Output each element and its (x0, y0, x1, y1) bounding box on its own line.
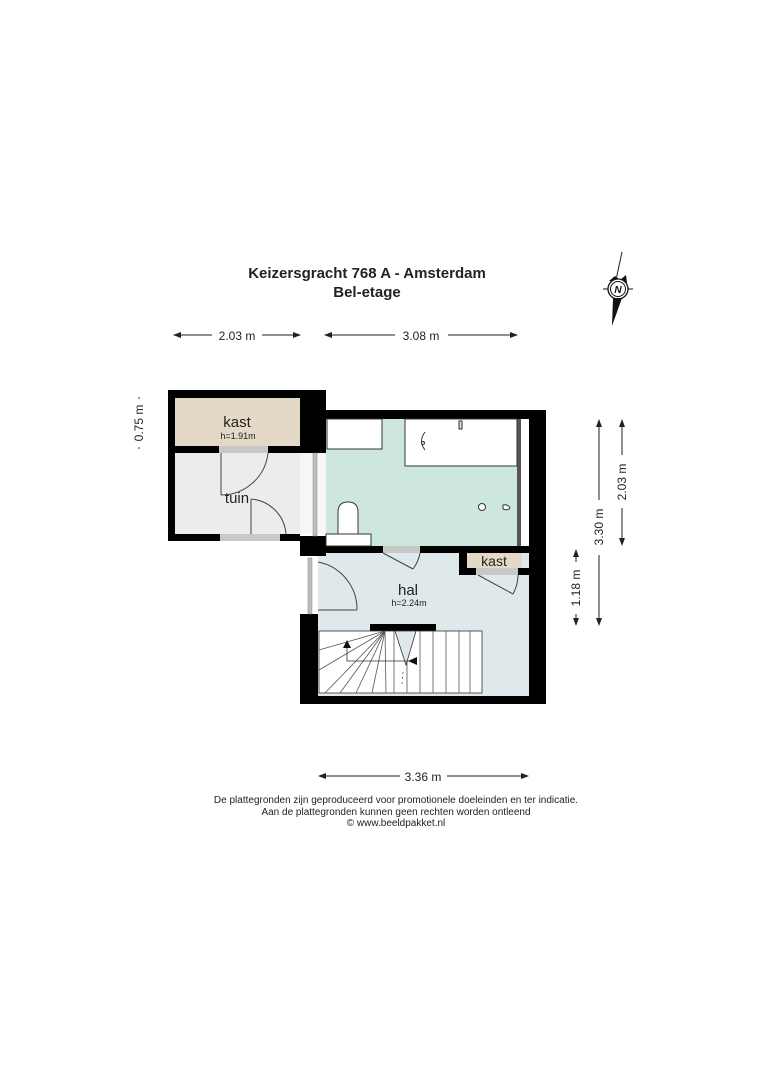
staircase (318, 630, 483, 694)
dimension-right-upper: 2.03 m (615, 419, 629, 546)
floor-name: Bel-etage (333, 284, 401, 301)
plan-title: Keizersgracht 768 A - Amsterdam (248, 265, 486, 282)
svg-text:0.75 m: 0.75 m (132, 405, 146, 442)
toilet-base (325, 533, 372, 547)
dimension-bottom: 3.36 m (318, 770, 529, 784)
dimension-right-outer: 3.30 m (592, 419, 606, 626)
disclaimer-line-1: De plattegronden zijn geproduceerd voor … (213, 795, 579, 806)
svg-text:2.03 m: 2.03 m (219, 329, 256, 343)
north-arrow-icon: N (603, 251, 633, 326)
room-tuin (175, 453, 300, 534)
dimension-left: 0.75 m (132, 397, 146, 449)
compass-label: N (614, 285, 622, 296)
room-height-kast-top: h=1.91m (220, 431, 255, 441)
room-label-hal: hal (398, 582, 418, 599)
room-height-hal: h=2.24m (391, 598, 426, 608)
dimension-right-lower: 1.18 m (569, 549, 583, 626)
disclaimer: De plattegronden zijn geproduceerd voor … (0, 795, 764, 830)
bathroom-fixtures (325, 418, 518, 547)
walls (168, 390, 546, 704)
room-label-kast-top: kast (223, 414, 251, 431)
copyright-link[interactable]: © www.beeldpakket.nl (346, 818, 446, 829)
dimension-top-left: 2.03 m (173, 329, 301, 343)
glass-partition (307, 452, 318, 615)
room-label-kast-small: kast (481, 553, 507, 569)
svg-text:3.08 m: 3.08 m (403, 329, 440, 343)
vanity-unit (326, 418, 383, 450)
room-kast-small (467, 553, 522, 568)
dimension-top-right: 3.08 m (324, 329, 518, 343)
svg-text:3.36 m: 3.36 m (405, 770, 442, 784)
room-label-tuin: tuin (225, 490, 249, 507)
svg-text:2.03 m: 2.03 m (615, 464, 629, 501)
room-kast-top (175, 398, 300, 446)
disclaimer-line-2: Aan de plattegronden kunnen geen rechten… (261, 806, 531, 818)
svg-text:1.18 m: 1.18 m (569, 570, 583, 607)
svg-text:3.30 m: 3.30 m (592, 509, 606, 546)
toilet-bowl (337, 501, 359, 535)
doors (219, 446, 519, 611)
